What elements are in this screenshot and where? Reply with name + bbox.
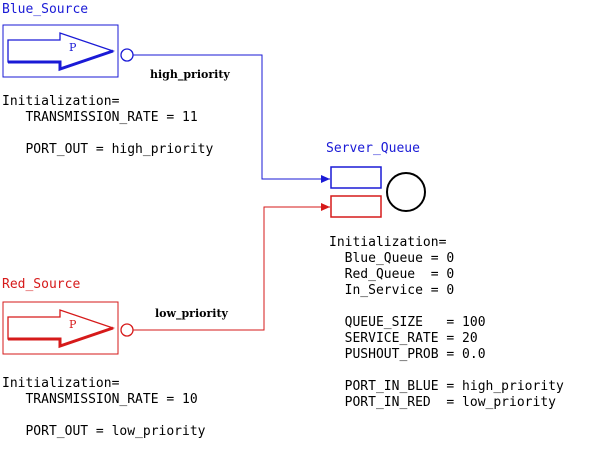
server-queue-init-line: PUSHOUT_PROB = 0.0 xyxy=(329,347,486,362)
blue-source-icon-letter: P xyxy=(69,41,77,54)
high-priority-connection[interactable] xyxy=(133,54,330,183)
blue-queue-buffer xyxy=(330,166,382,189)
red-source-title: Red_Source xyxy=(2,277,81,292)
red-source-init-line: TRANSMISSION_RATE = 10 xyxy=(2,392,198,407)
server-queue-init-line: SERVICE_RATE = 20 xyxy=(329,331,478,346)
blue-source-init-header: Initialization= xyxy=(2,94,120,109)
blue-source-init-line xyxy=(2,126,213,142)
red-source-arrow-icon xyxy=(7,309,116,349)
blue-source-init-line: TRANSMISSION_RATE = 11 xyxy=(2,110,198,125)
server-circle-icon xyxy=(386,172,426,212)
low-priority-label: low_priority xyxy=(155,307,228,320)
server-queue-init-line: Red_Queue = 0 xyxy=(329,267,455,282)
server-queue-init-line xyxy=(329,299,564,315)
blue-source-init-line: PORT_OUT = high_priority xyxy=(2,142,214,157)
blue-source-frame xyxy=(2,24,119,78)
server-queue-init-header: Initialization= xyxy=(329,235,447,250)
server-queue-init-line: In_Service = 0 xyxy=(329,283,455,298)
blue-source-arrow-icon xyxy=(7,32,116,72)
high-priority-label: high_priority xyxy=(150,68,230,81)
red-source-init-header: Initialization= xyxy=(2,376,120,391)
low-priority-connection[interactable] xyxy=(133,203,330,331)
server-queue-init-line: PORT_IN_BLUE = high_priority xyxy=(329,379,564,394)
red-queue-buffer xyxy=(330,195,382,218)
red-source-init-line: PORT_OUT = low_priority xyxy=(2,424,206,439)
blue-source-init-lines: TRANSMISSION_RATE = 11 PORT_OUT = high_p… xyxy=(2,110,213,158)
red-source-frame xyxy=(2,301,119,355)
blue-source-title: Blue_Source xyxy=(2,2,89,17)
server-queue-init-line: QUEUE_SIZE = 100 xyxy=(329,315,486,330)
red-source-init-lines: TRANSMISSION_RATE = 10 PORT_OUT = low_pr… xyxy=(2,392,206,440)
server-queue-init-line xyxy=(329,363,564,379)
server-queue-init-lines: Blue_Queue = 0 Red_Queue = 0 In_Service … xyxy=(329,251,564,411)
red-source-block[interactable] xyxy=(2,301,134,355)
blue-source-port-icon[interactable] xyxy=(120,48,134,62)
server-queue-block[interactable] xyxy=(330,166,426,218)
server-queue-title: Server_Queue xyxy=(326,141,420,156)
blue-source-block[interactable] xyxy=(2,24,134,78)
server-queue-init-line: Blue_Queue = 0 xyxy=(329,251,455,266)
server-queue-init-line: PORT_IN_RED = low_priority xyxy=(329,395,556,410)
red-source-init-line xyxy=(2,408,206,424)
red-source-port-icon[interactable] xyxy=(120,323,134,337)
red-source-icon-letter: P xyxy=(69,318,77,331)
